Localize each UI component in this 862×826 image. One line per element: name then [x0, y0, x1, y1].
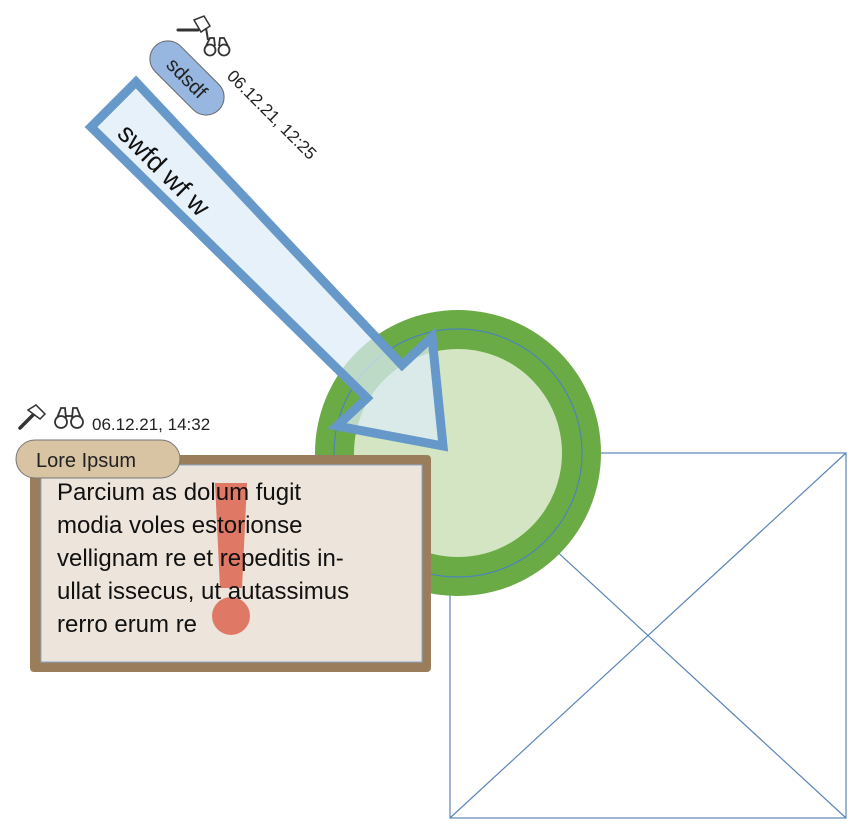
text-note-tag[interactable]: Lore Ipsum	[15, 439, 181, 479]
hammer-icon[interactable]	[18, 404, 47, 430]
note-line: modia voles estorionse	[57, 512, 302, 539]
note-body: Parcium as dolum fugit modia voles estor…	[57, 479, 349, 638]
hammer-icon[interactable]	[176, 15, 212, 41]
note-line: ullat issecus, ut autassimus	[57, 578, 349, 605]
note-line: Parcium as dolum fugit	[57, 479, 301, 506]
binoculars-icon[interactable]	[54, 407, 84, 429]
arrow-timestamp: 06.12.21, 12:25	[223, 66, 320, 163]
text-note-meta: 06.12.21, 14:32	[18, 404, 210, 434]
text-note-tag-label: Lore Ipsum	[36, 450, 136, 472]
text-note-timestamp: 06.12.21, 14:32	[92, 415, 210, 434]
note-line: rerro erum re	[57, 611, 197, 638]
binoculars-icon[interactable]	[203, 37, 231, 57]
exclamation-icon	[212, 483, 250, 635]
text-note[interactable]: Parcium as dolum fugit modia voles estor…	[30, 455, 431, 672]
arrow-shape[interactable]: swfd wf w	[84, 75, 449, 452]
note-line: vellignam re et repeditis in-	[57, 545, 344, 572]
